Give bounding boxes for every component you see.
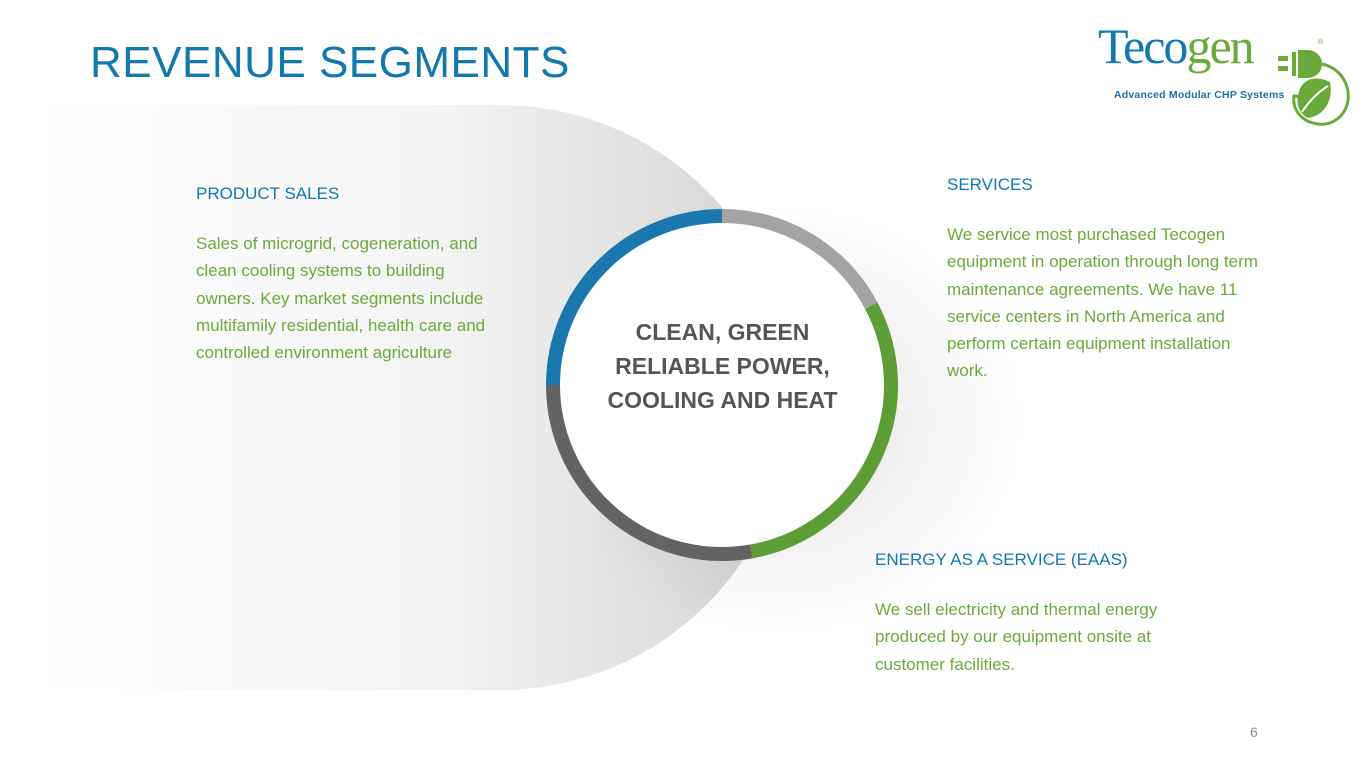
- segment-description: Sales of microgrid, cogeneration, and cl…: [196, 234, 486, 363]
- center-message: CLEAN, GREEN RELIABLE POWER, COOLING AND…: [607, 319, 838, 413]
- segment-description: We service most purchased Tecogen equipm…: [947, 225, 1258, 381]
- plug-leaf-icon: ®: [1278, 38, 1350, 126]
- page-title: REVENUE SEGMENTS: [90, 38, 570, 87]
- segment-heading: PRODUCT SALES: [196, 184, 340, 203]
- segment-eaas: ENERGY AS A SERVICE (EAAS) We sell elect…: [875, 550, 1175, 678]
- services-green-arc: [750, 302, 898, 559]
- tecogen-logo: Tecogen Advanced Modular CHP Systems ®: [1098, 16, 1358, 126]
- segment-ring: [546, 209, 898, 561]
- svg-text:®: ®: [1318, 38, 1324, 46]
- services-arc: [721, 209, 878, 309]
- segment-services: SERVICES We service most purchased Tecog…: [947, 175, 1267, 385]
- background-half-circle: [30, 105, 760, 690]
- page-number: 6: [1250, 724, 1258, 740]
- eaas-arc: [546, 385, 753, 561]
- logo-tagline: Advanced Modular CHP Systems: [1114, 89, 1285, 101]
- segment-heading: SERVICES: [947, 175, 1033, 194]
- segment-product-sales: PRODUCT SALES Sales of microgrid, cogene…: [196, 184, 496, 366]
- ring-inner-circle: [552, 215, 892, 555]
- logo-wordmark: Tecogen: [1098, 18, 1255, 74]
- segment-heading: ENERGY AS A SERVICE (EAAS): [875, 550, 1128, 569]
- product-arc: [546, 209, 722, 386]
- segment-description: We sell electricity and thermal energy p…: [875, 600, 1158, 674]
